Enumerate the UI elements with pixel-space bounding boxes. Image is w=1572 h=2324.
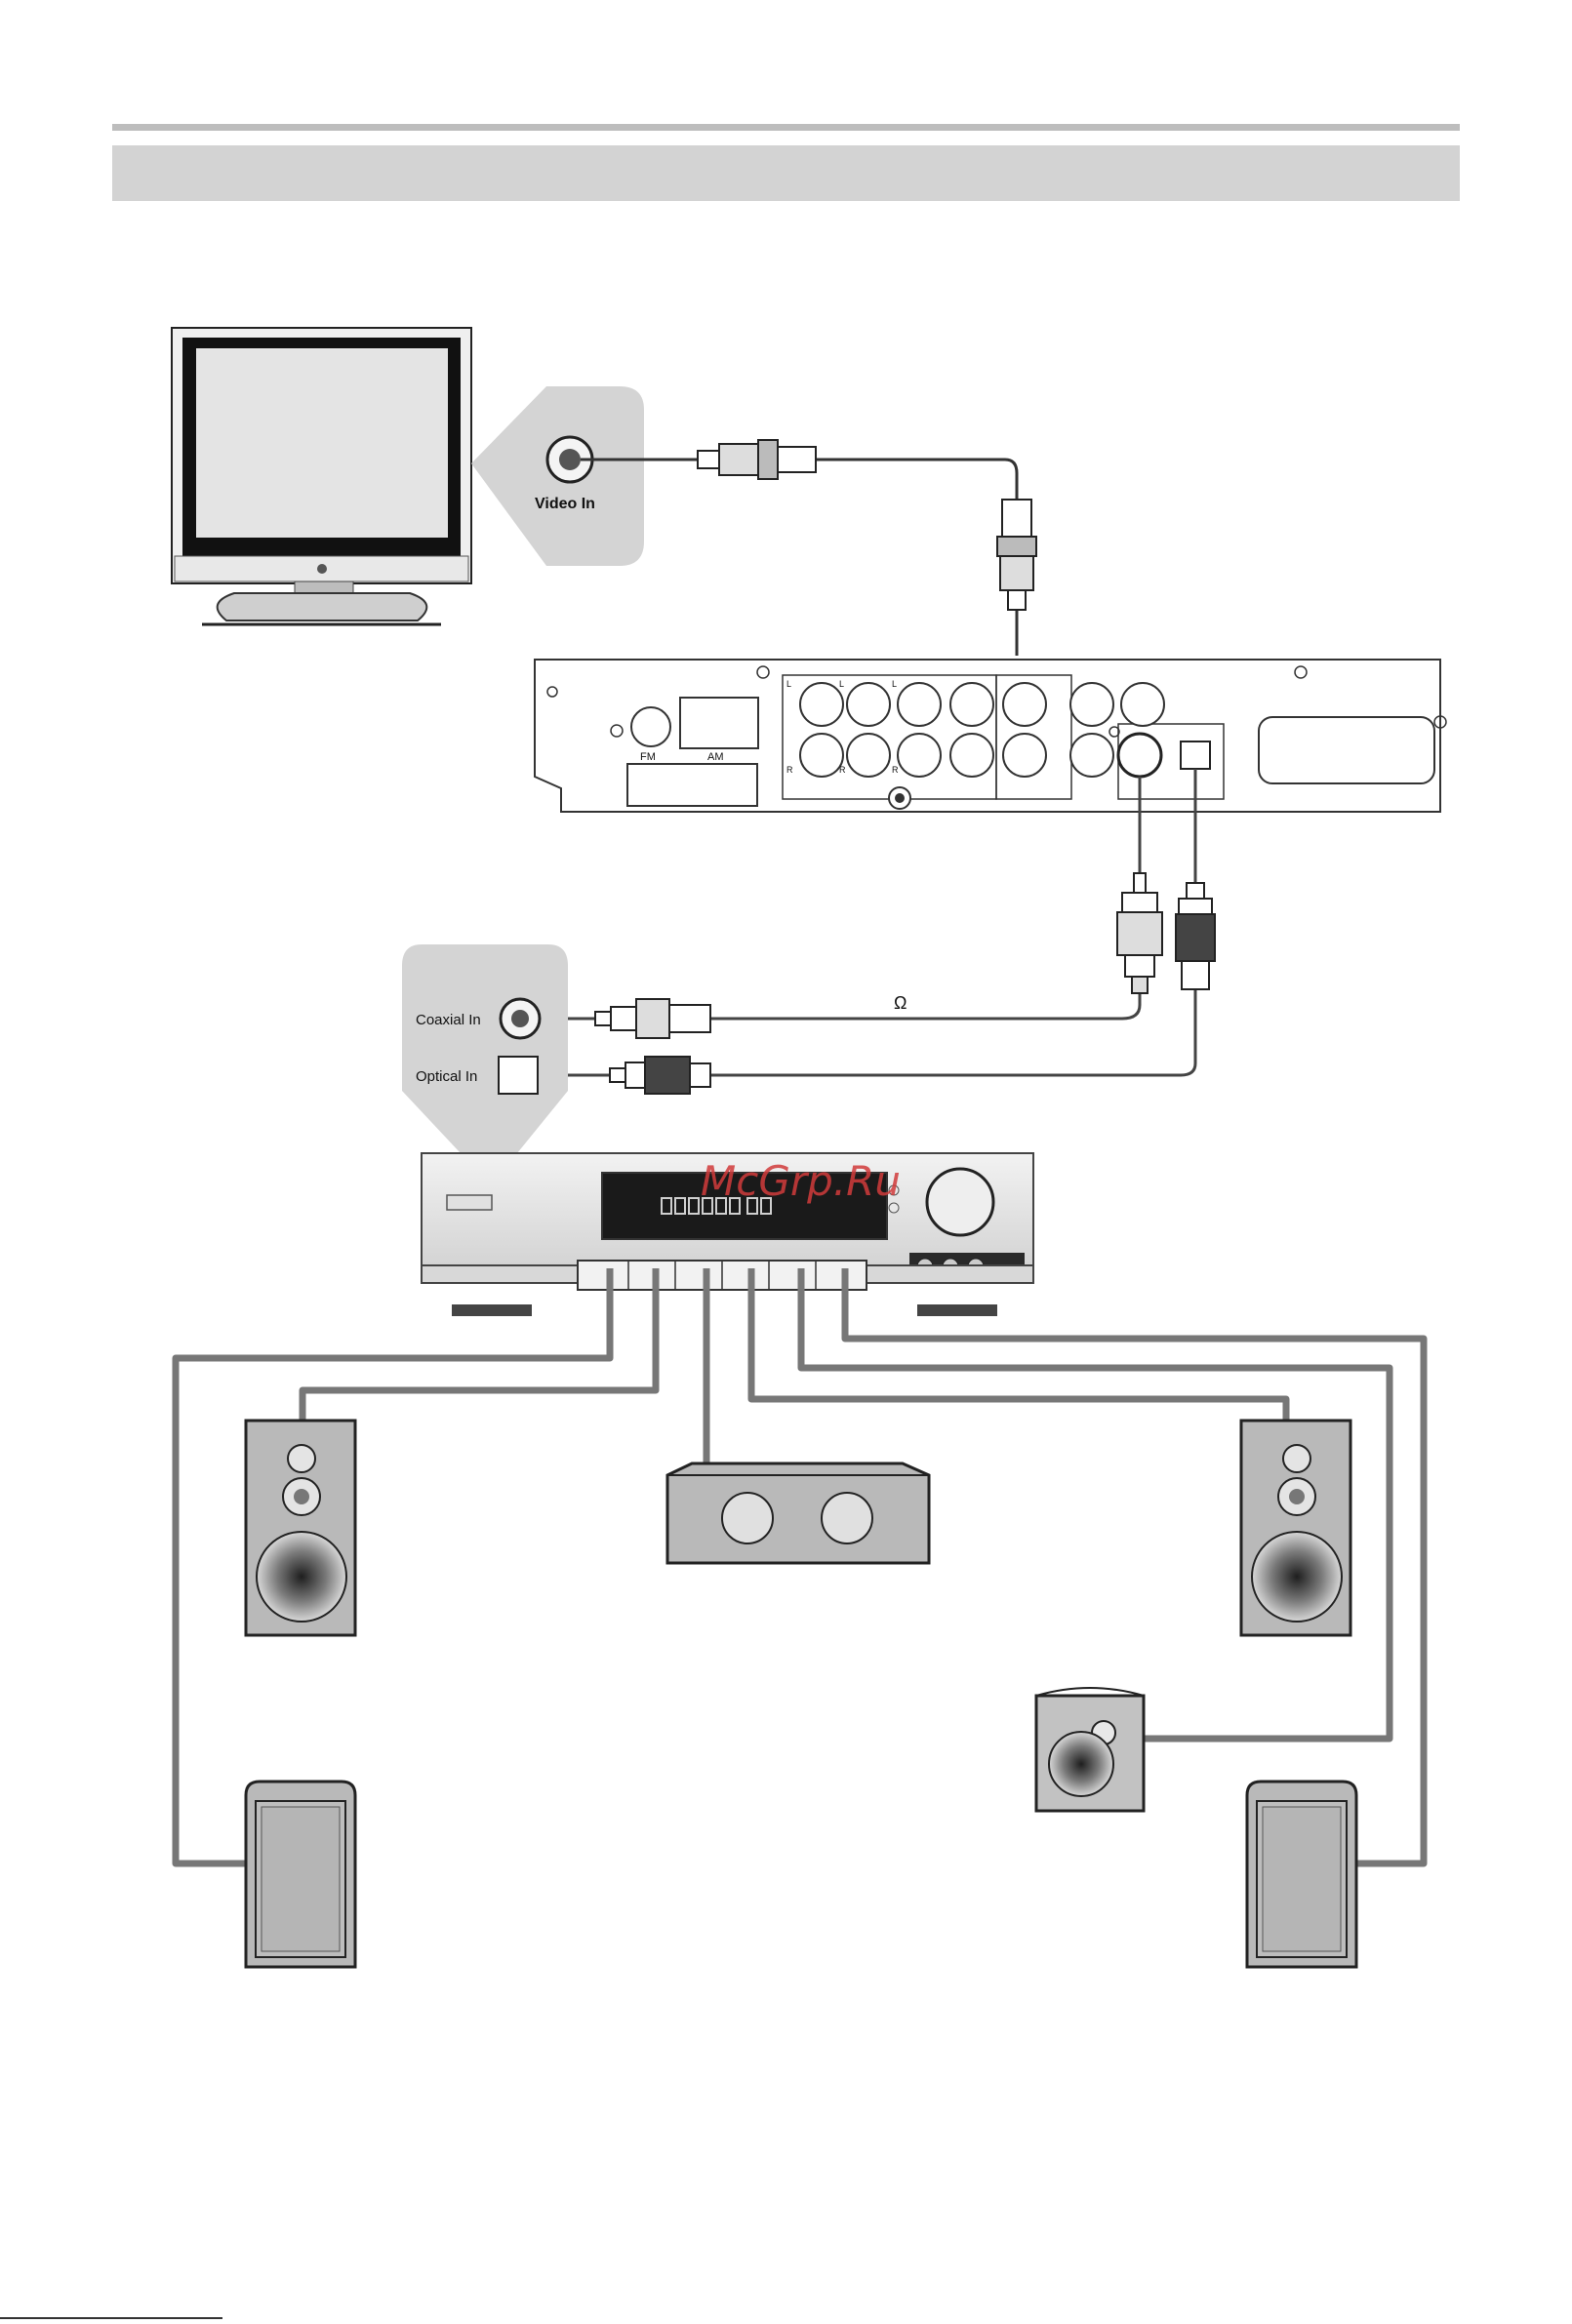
television-icon	[172, 328, 471, 624]
digital-in-callout: Coaxial In Optical In	[402, 944, 568, 1153]
svg-text:R: R	[892, 765, 899, 775]
subwoofer-icon	[1036, 1688, 1144, 1811]
speaker-surround-right	[1247, 1782, 1356, 1967]
optical-in-label: Optical In	[416, 1068, 477, 1085]
coaxial-cable	[548, 777, 1140, 1019]
speaker-wires	[176, 1268, 1424, 1863]
speaker-front-right	[1241, 1421, 1350, 1635]
speaker-center	[667, 1463, 929, 1563]
svg-text:L: L	[839, 679, 844, 689]
video-in-label: Video In	[535, 496, 595, 512]
ohm-label: Ω	[894, 993, 907, 1013]
video-plug-horizontal	[698, 440, 816, 479]
optical-plug-vertical	[1176, 883, 1215, 989]
svg-text:R: R	[786, 765, 793, 775]
optical-plug-horizontal	[610, 1057, 710, 1094]
speaker-surround-left	[246, 1782, 355, 1967]
scart-connector	[1259, 717, 1434, 783]
svg-text:L: L	[892, 679, 897, 689]
dvd-rear-panel: FM AM L L L R R R	[535, 660, 1446, 812]
coaxial-plug-horizontal	[595, 999, 710, 1038]
watermark: McGrp.Ru	[701, 1157, 901, 1205]
svg-text:L: L	[786, 679, 791, 689]
video-cable	[581, 460, 1017, 656]
optical-in-port	[499, 1057, 538, 1094]
optical-out-port	[1181, 741, 1210, 769]
header-rule	[112, 124, 1460, 131]
speaker-front-left	[246, 1421, 355, 1635]
video-in-callout: Video In	[471, 386, 644, 566]
volume-knob	[927, 1169, 993, 1235]
svg-text:FM: FM	[640, 751, 656, 763]
coaxial-in-label: Coaxial In	[416, 1012, 481, 1028]
header-band	[112, 145, 1460, 201]
coaxial-out-jack	[1118, 734, 1161, 777]
video-plug-vertical	[997, 500, 1036, 610]
coaxial-plug-vertical	[1117, 873, 1162, 993]
svg-text:AM: AM	[707, 751, 724, 763]
panel-label-box	[627, 764, 757, 806]
svg-text:R: R	[839, 765, 846, 775]
